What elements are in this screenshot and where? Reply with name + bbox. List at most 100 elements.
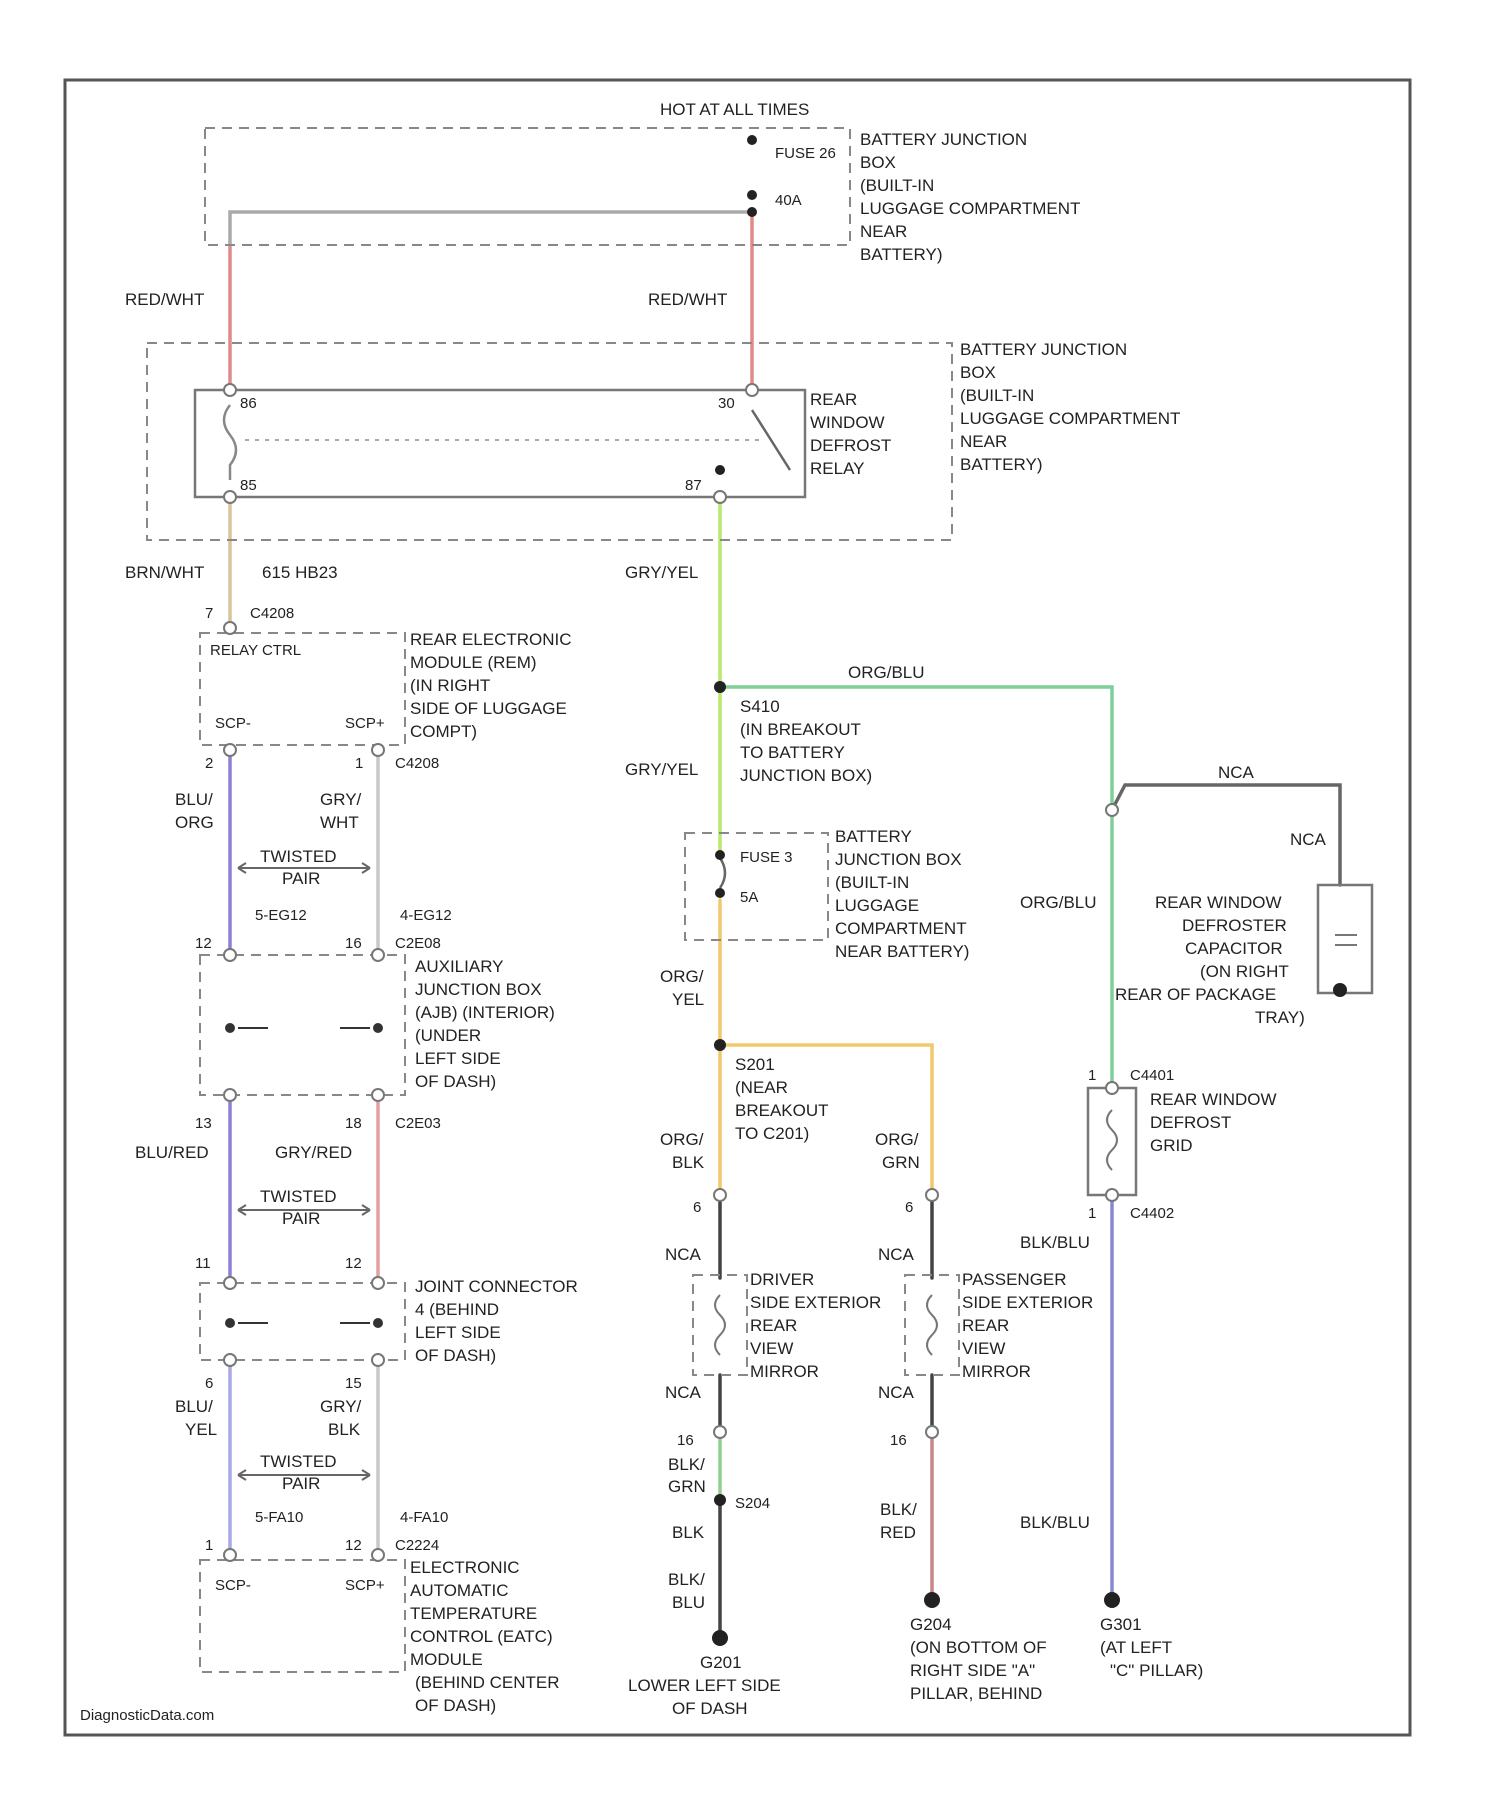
c4401-pin: 1	[1088, 1067, 1096, 1084]
wire-label-blk: BLK	[672, 1523, 705, 1542]
svg-text:SIDE EXTERIOR: SIDE EXTERIOR	[962, 1293, 1093, 1312]
mirror-driver-top-pin: 6	[693, 1199, 701, 1216]
svg-text:NEAR BATTERY): NEAR BATTERY)	[835, 942, 969, 961]
svg-text:CAPACITOR: CAPACITOR	[1185, 939, 1283, 958]
g204-label: G204 (ON BOTTOM OF RIGHT SIDE "A" PILLAR…	[910, 1615, 1047, 1703]
wire-label-blk-blu-s2: BLU	[672, 1593, 705, 1612]
svg-text:OF DASH): OF DASH)	[415, 1072, 496, 1091]
fuse-top-label: FUSE 26	[775, 145, 836, 162]
svg-text:TRAY): TRAY)	[1255, 1008, 1305, 1027]
svg-text:DEFROSTER: DEFROSTER	[1182, 916, 1287, 935]
svg-text:(IN BREAKOUT: (IN BREAKOUT	[740, 720, 861, 739]
svg-text:FUSE 3: FUSE 3	[740, 849, 793, 866]
c4402-pin: 1	[1088, 1205, 1096, 1222]
relay-box	[195, 390, 805, 497]
svg-text:4 (BEHIND: 4 (BEHIND	[415, 1300, 499, 1319]
svg-text:LUGGAGE COMPARTMENT: LUGGAGE COMPARTMENT	[860, 199, 1080, 218]
s201-label: S201 (NEAR BREAKOUT TO C201)	[735, 1055, 829, 1143]
svg-text:REAR ELECTRONIC: REAR ELECTRONIC	[410, 630, 572, 649]
capacitor-label: REAR WINDOW DEFROSTER CAPACITOR (ON RIGH…	[1115, 893, 1305, 1027]
svg-text:S410: S410	[740, 697, 780, 716]
s410-label: S410 (IN BREAKOUT TO BATTERY JUNCTION BO…	[740, 697, 872, 785]
svg-text:REAR: REAR	[750, 1316, 797, 1335]
eatc-pin-1: 1	[205, 1537, 213, 1554]
relay-coil	[224, 405, 236, 480]
svg-text:S201: S201	[735, 1055, 775, 1074]
eatc-pin-scp-plus: SCP+	[345, 1577, 385, 1594]
svg-text:BATTERY JUNCTION: BATTERY JUNCTION	[960, 340, 1127, 359]
svg-text:DRIVER: DRIVER	[750, 1270, 814, 1289]
svg-text:LUGGAGE COMPARTMENT: LUGGAGE COMPARTMENT	[960, 409, 1180, 428]
svg-text:COMPT): COMPT)	[410, 722, 477, 741]
svg-text:ELECTRONIC: ELECTRONIC	[410, 1558, 520, 1577]
joint-pin-6: 6	[205, 1375, 213, 1392]
svg-text:(BEHIND CENTER: (BEHIND CENTER	[415, 1673, 560, 1692]
wire-label-blk-grn-2: GRN	[668, 1477, 706, 1496]
twisted-pair-2-line1: TWISTED	[260, 1187, 337, 1206]
eatc-pin-scp-minus: SCP-	[215, 1577, 251, 1594]
svg-text:COMPARTMENT: COMPARTMENT	[835, 919, 967, 938]
twisted-pair-3-line1: TWISTED	[260, 1452, 337, 1471]
ground-g204	[924, 1592, 940, 1608]
mirror-pass-top-pin: 6	[905, 1199, 913, 1216]
grid-element	[1107, 1110, 1117, 1170]
twisted-pair-1-line1: TWISTED	[260, 847, 337, 866]
svg-text:5A: 5A	[740, 889, 758, 906]
svg-text:SIDE EXTERIOR: SIDE EXTERIOR	[750, 1293, 881, 1312]
wire-label-blu-yel-1: BLU/	[175, 1397, 213, 1416]
passenger-mirror-label: PASSENGER SIDE EXTERIOR REAR VIEW MIRROR	[962, 1270, 1093, 1381]
svg-text:TEMPERATURE: TEMPERATURE	[410, 1604, 537, 1623]
wire-label-org-blu-2: ORG/BLU	[1020, 893, 1097, 912]
twisted-pair-1-line2: PAIR	[282, 869, 320, 888]
svg-text:OF DASH: OF DASH	[672, 1699, 748, 1718]
svg-text:PASSENGER: PASSENGER	[962, 1270, 1067, 1289]
relay-pin-87: 87	[685, 477, 702, 494]
mirror-driver-bot-pin: 16	[677, 1432, 694, 1449]
fuse-small-element	[720, 858, 725, 888]
svg-text:OF DASH): OF DASH)	[415, 1346, 496, 1365]
rem-pin-scp-plus: SCP+	[345, 715, 385, 732]
twisted-pair-3-line2: PAIR	[282, 1474, 320, 1493]
capacitor-ground-node	[1333, 983, 1347, 997]
svg-text:REAR OF PACKAGE: REAR OF PACKAGE	[1115, 985, 1276, 1004]
pass-mirror-element	[927, 1295, 937, 1355]
svg-text:REAR: REAR	[810, 390, 857, 409]
relay-pin-86: 86	[240, 395, 257, 412]
eatc-label: ELECTRONIC AUTOMATIC TEMPERATURE CONTROL…	[410, 1558, 560, 1715]
splice-s204	[714, 1494, 726, 1506]
wire-label-circuit-615: 615 HB23	[262, 563, 338, 582]
svg-text:(BUILT-IN: (BUILT-IN	[835, 873, 909, 892]
wire-label-blk-red-1: BLK/	[880, 1500, 917, 1519]
rem-label: REAR ELECTRONIC MODULE (REM) (IN RIGHT S…	[410, 630, 572, 741]
svg-text:(AT LEFT: (AT LEFT	[1100, 1638, 1172, 1657]
wire-label-nca-2: NCA	[1290, 830, 1327, 849]
wire-label-org-blk-1: ORG/	[660, 1130, 704, 1149]
bjb-top-label: BATTERY JUNCTION BOX (BUILT-IN LUGGAGE C…	[860, 130, 1080, 264]
svg-text:BOX: BOX	[860, 153, 896, 172]
svg-text:PILLAR, BEHIND: PILLAR, BEHIND	[910, 1684, 1042, 1703]
wire-label-org-blu-1: ORG/BLU	[848, 663, 925, 682]
svg-text:VIEW: VIEW	[750, 1339, 793, 1358]
svg-text:GRID: GRID	[1150, 1136, 1193, 1155]
svg-text:(NEAR: (NEAR	[735, 1078, 788, 1097]
relay-label: REAR WINDOW DEFROST RELAY	[810, 390, 891, 478]
rem-pin-relay-ctrl: RELAY CTRL	[210, 642, 301, 659]
relay-pin-85: 85	[240, 477, 257, 494]
svg-text:"C" PILLAR): "C" PILLAR)	[1110, 1661, 1203, 1680]
g201-label: G201 LOWER LEFT SIDE OF DASH	[628, 1653, 781, 1718]
svg-text:(UNDER: (UNDER	[415, 1026, 481, 1045]
c2e03-pin-13: 13	[195, 1115, 212, 1132]
driver-mirror-label: DRIVER SIDE EXTERIOR REAR VIEW MIRROR	[750, 1270, 881, 1381]
wire-label-nca-p2: NCA	[878, 1383, 915, 1402]
c2e03-pin-18: 18	[345, 1115, 362, 1132]
svg-text:REAR WINDOW: REAR WINDOW	[1155, 893, 1282, 912]
wire-label-org-grn-2: GRN	[882, 1153, 920, 1172]
svg-text:(ON RIGHT: (ON RIGHT	[1200, 962, 1289, 981]
wire-label-blu-org-1: BLU/	[175, 790, 213, 809]
fuse-small-node-2	[715, 888, 725, 898]
circuit-5-fa10: 5-FA10	[255, 1509, 303, 1526]
svg-text:RELAY: RELAY	[810, 459, 865, 478]
fuse-top-node-1	[747, 135, 757, 145]
svg-text:WINDOW: WINDOW	[810, 413, 885, 432]
